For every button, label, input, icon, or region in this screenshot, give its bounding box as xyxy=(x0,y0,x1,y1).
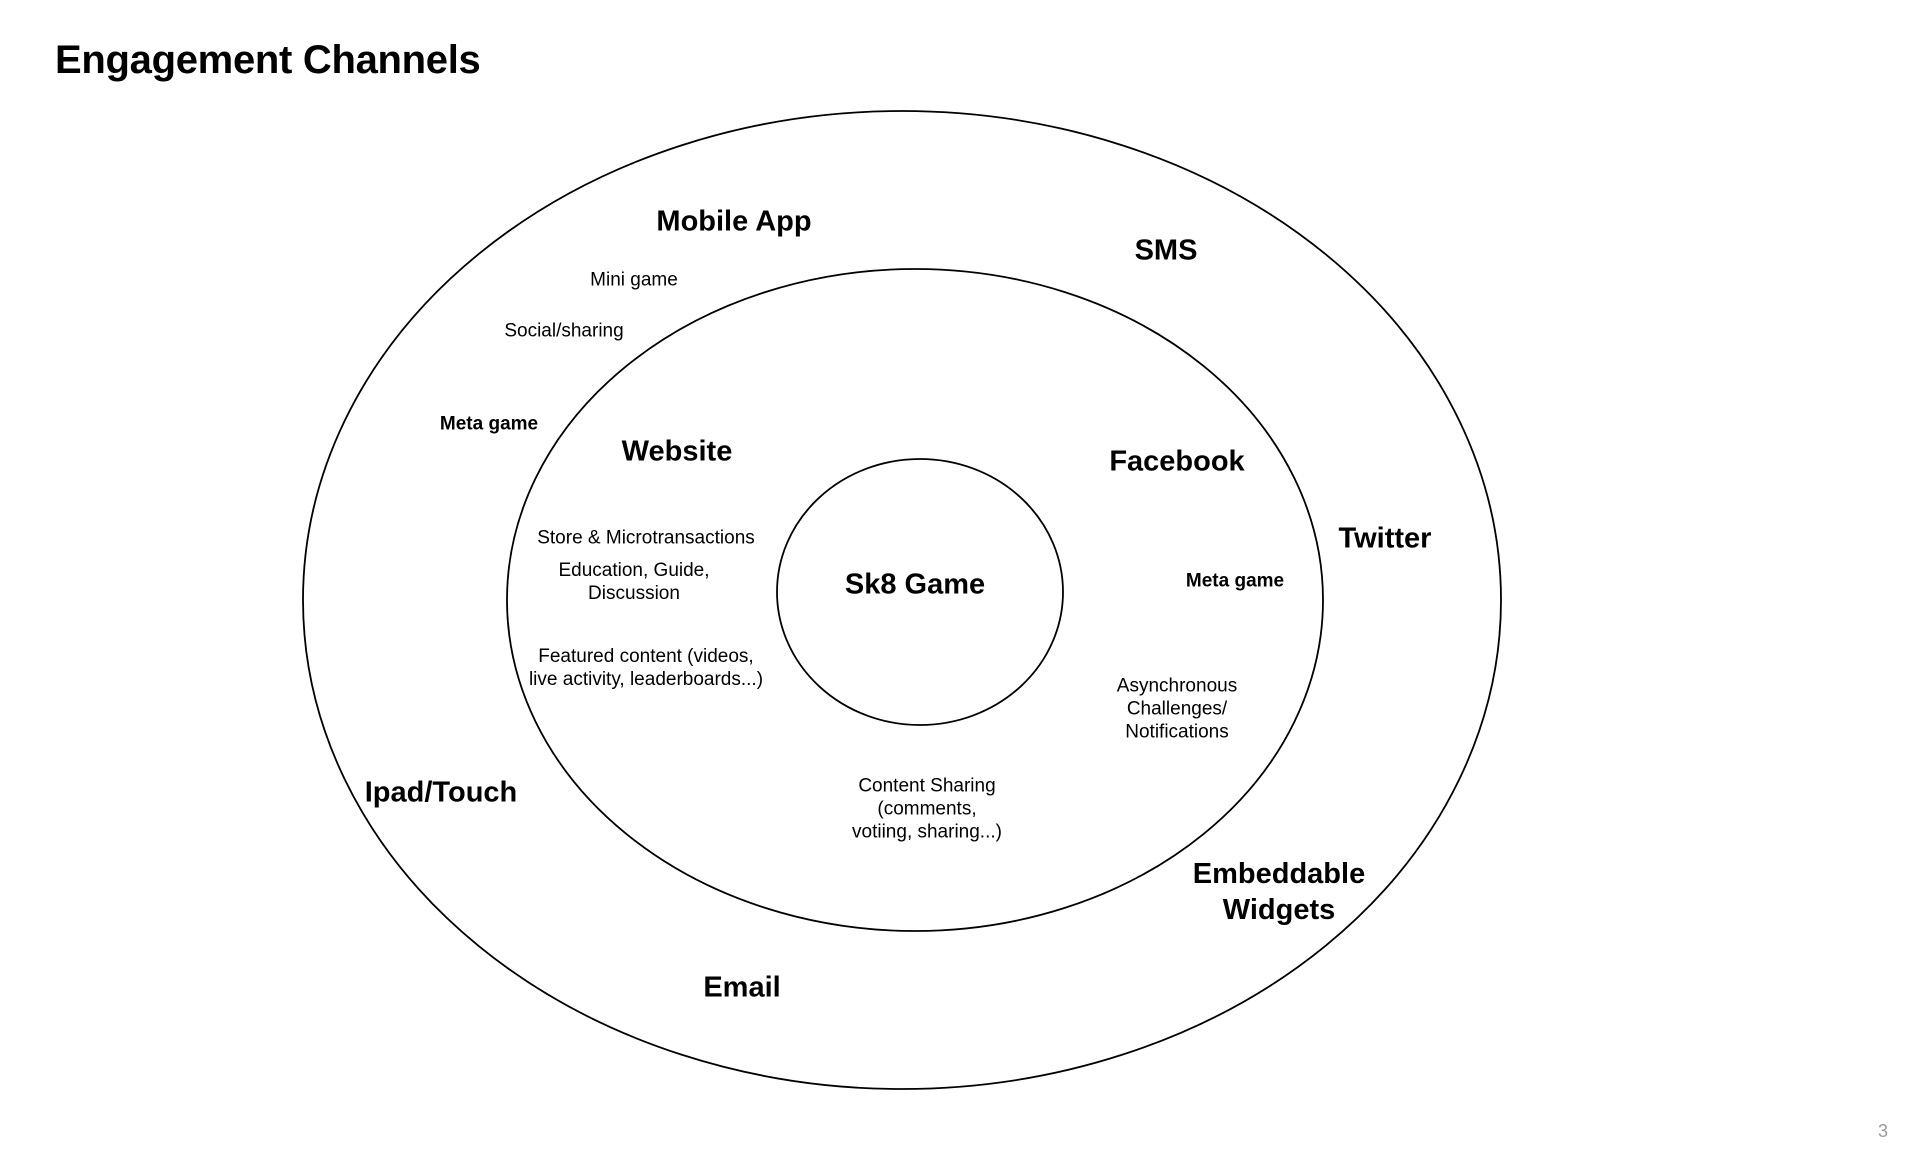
feature-meta-game-inner: Meta game xyxy=(1185,570,1285,592)
core-label: Sk8 Game xyxy=(844,568,986,601)
feature-mini-game: Mini game xyxy=(590,269,678,291)
feature-store: Store & Microtransactions xyxy=(537,527,755,549)
channel-facebook: Facebook xyxy=(1109,445,1245,478)
channel-sms: SMS xyxy=(1134,234,1198,267)
page-number: 3 xyxy=(1877,1121,1888,1141)
content-sharing-line-1: Content Sharing xyxy=(858,775,996,797)
async-line-1: Asynchronous xyxy=(1116,675,1238,697)
education-line-1: Education, Guide, xyxy=(558,560,710,581)
content-sharing-line-2: (comments, xyxy=(877,798,977,820)
feature-featured-content: Featured content (videos, live activity,… xyxy=(529,645,763,691)
feature-education: Education, Guide, Discussion xyxy=(558,559,709,605)
channel-website: Website xyxy=(621,435,733,468)
feature-content-sharing: Content Sharing (comments, votiing, shar… xyxy=(852,775,1002,844)
feature-social-sharing: Social/sharing xyxy=(504,320,624,342)
core-circle xyxy=(776,458,1064,726)
embeddable-line-2: Widgets xyxy=(1222,894,1336,926)
channel-embeddable-widgets: Embeddable Widgets xyxy=(1193,856,1365,928)
channel-twitter: Twitter xyxy=(1338,522,1432,555)
channel-ipad-touch: Ipad/Touch xyxy=(364,776,518,809)
slide-title: Engagement Channels xyxy=(55,38,481,82)
outer-ring xyxy=(302,110,1502,1090)
async-line-3: Notifications xyxy=(1125,721,1229,743)
education-line-2: Discussion xyxy=(588,583,680,604)
feature-meta-game-outer: Meta game xyxy=(439,413,539,435)
embeddable-line-1: Embeddable xyxy=(1192,858,1366,890)
async-line-2: Challenges/ xyxy=(1126,698,1228,720)
channel-email: Email xyxy=(703,971,781,1004)
content-sharing-line-3: votiing, sharing...) xyxy=(852,821,1002,843)
channel-mobile-app: Mobile App xyxy=(656,205,812,238)
featured-line-1: Featured content (videos, xyxy=(538,646,754,667)
featured-line-2: live activity, leaderboards...) xyxy=(528,669,764,690)
feature-async-challenges: Asynchronous Challenges/ Notifications xyxy=(1117,675,1237,744)
inner-ring xyxy=(506,268,1324,932)
